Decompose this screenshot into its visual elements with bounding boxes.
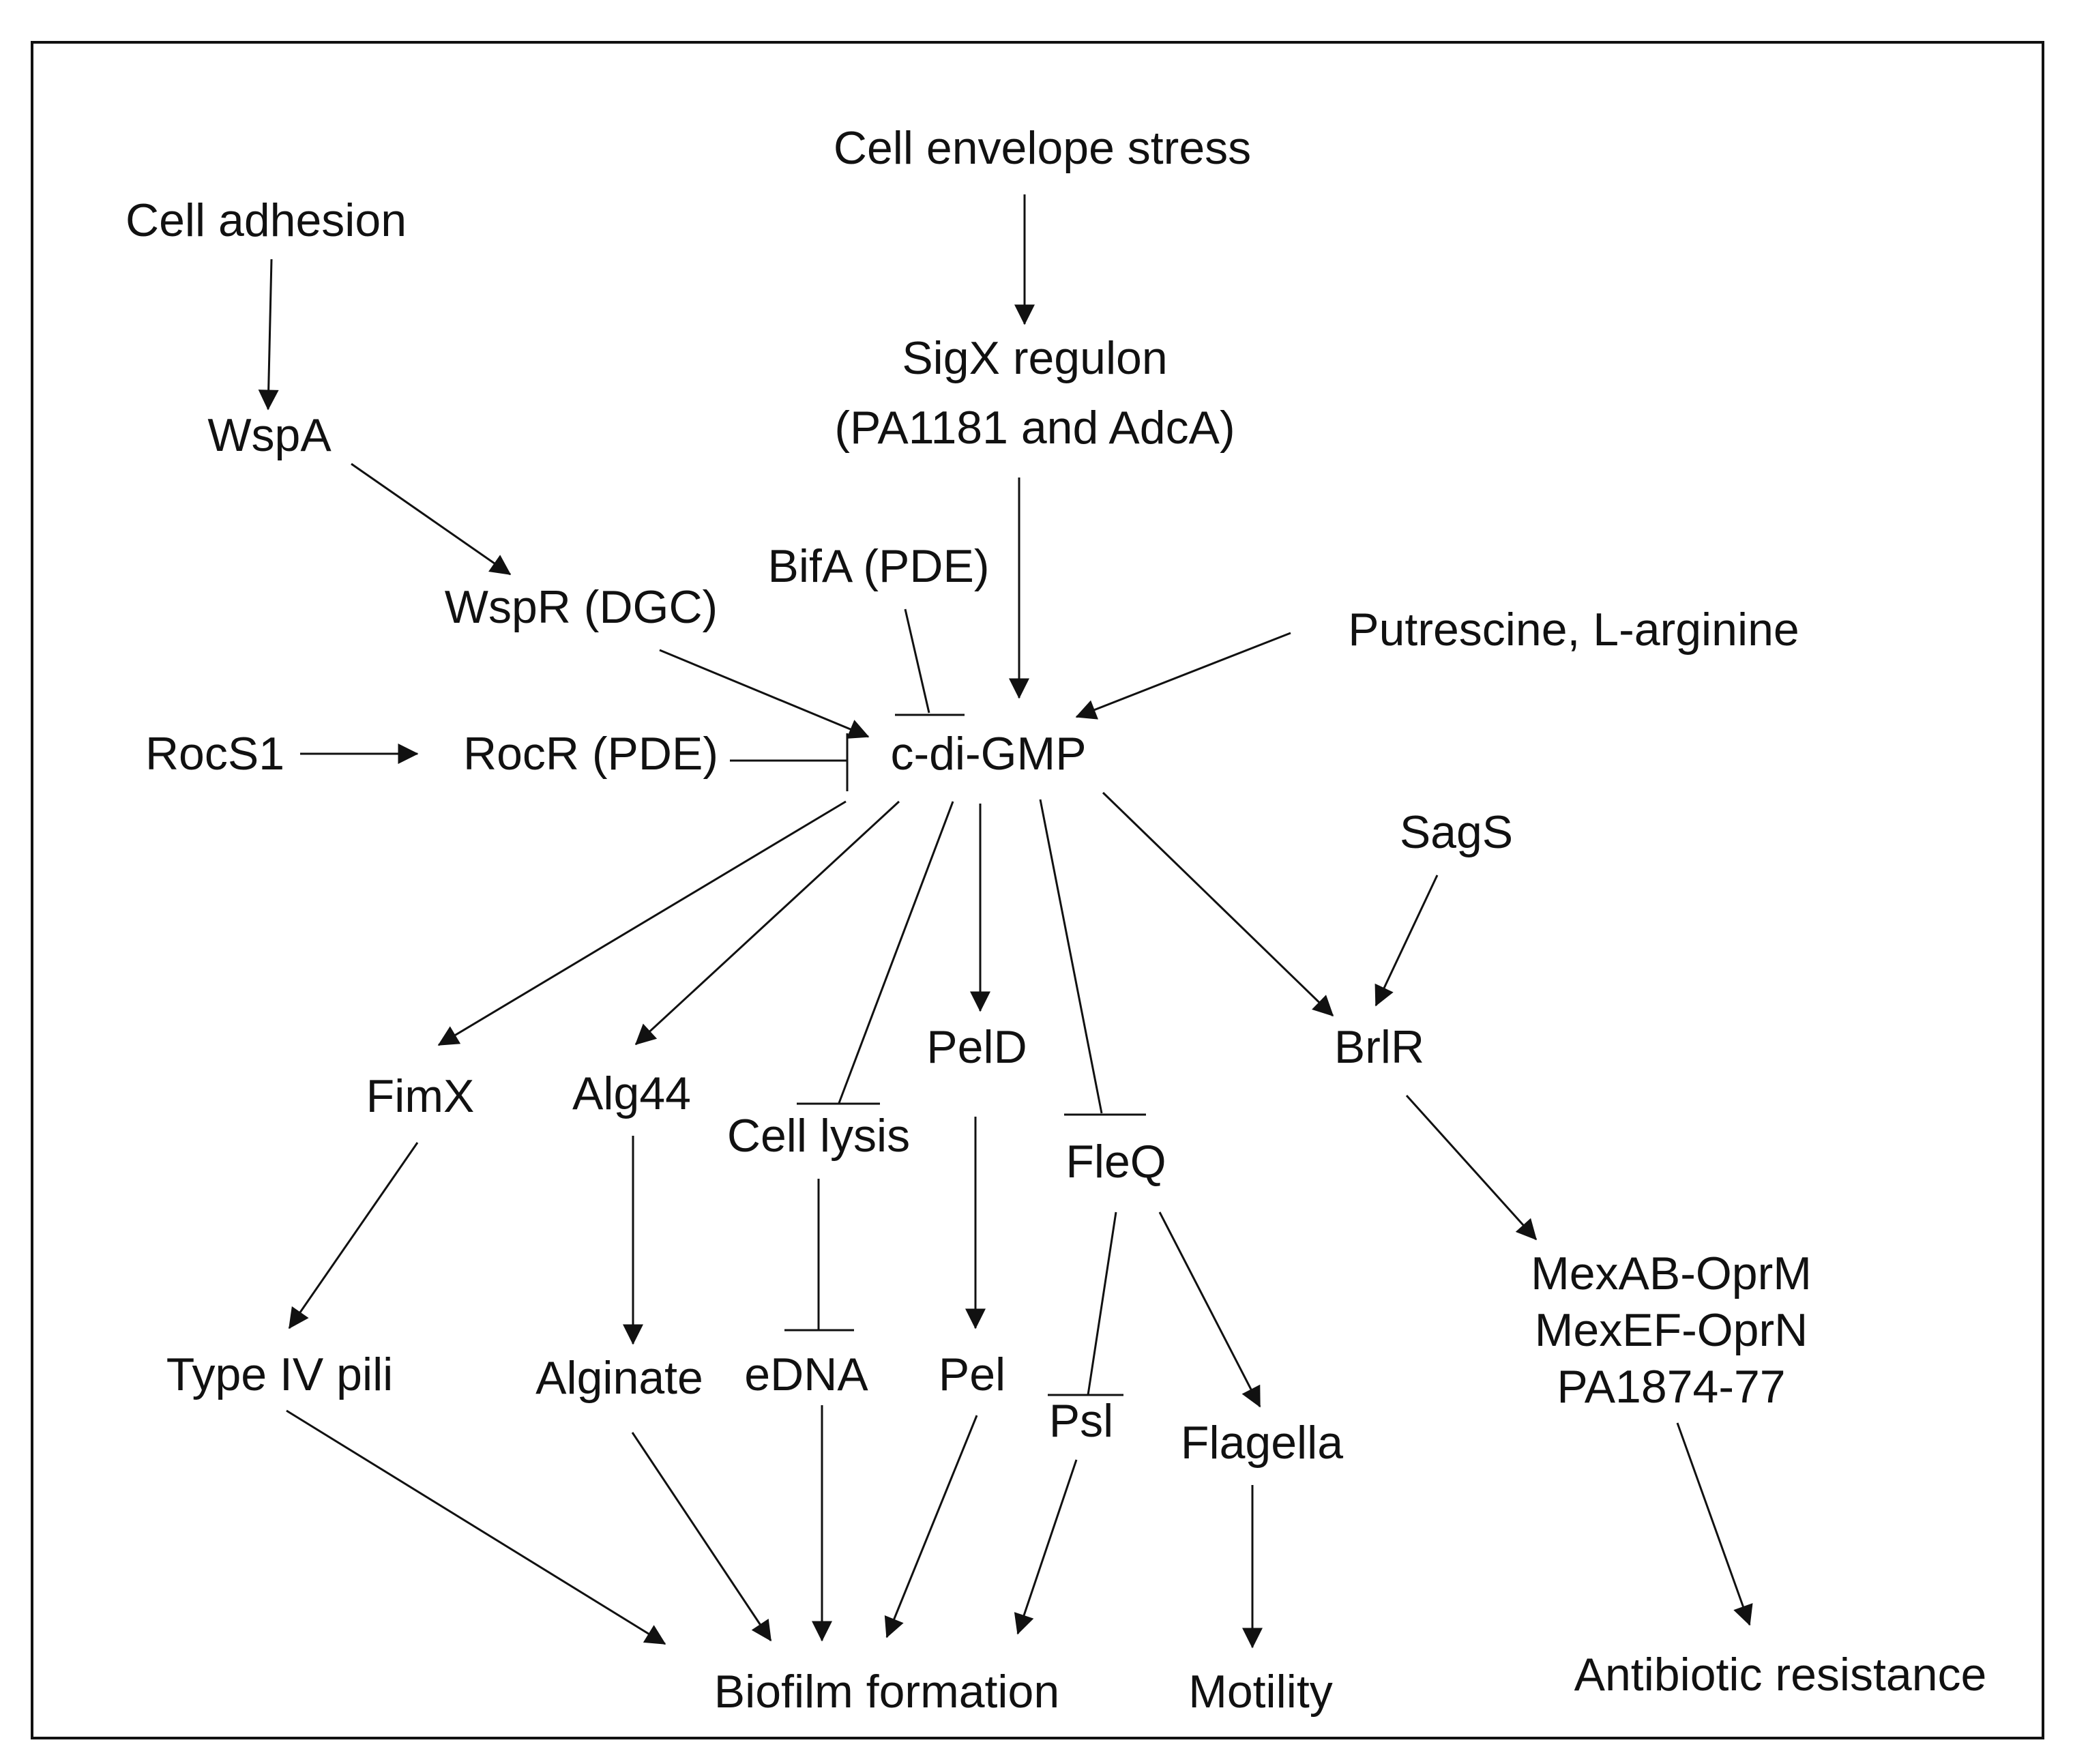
- edge-cdigmp-to-brlr: [1102, 791, 1334, 1017]
- inhibition-edges: [730, 608, 1146, 1396]
- node-type-iv-pili: Type IV pili: [166, 1349, 394, 1400]
- edge-wspa-to-wspr: [351, 462, 512, 576]
- node-alginate: Alginate: [535, 1352, 703, 1404]
- edge-brlr-to-pumps: [1405, 1094, 1538, 1241]
- node-flagella: Flagella: [1181, 1417, 1343, 1469]
- edge-cdigmp-to-cell-lysis: [838, 801, 954, 1104]
- edge-putrescine-to-cdigmp: [1075, 632, 1291, 720]
- nodes: Cell envelope stress Cell adhesion SigX …: [126, 122, 1986, 1718]
- edge-cell-adhesion-to-wspa: [258, 259, 279, 411]
- edge-fleq-to-psl: [1087, 1211, 1117, 1396]
- node-psl: Psl: [1049, 1395, 1113, 1447]
- node-peld: PelD: [926, 1021, 1027, 1073]
- node-sags: SagS: [1400, 806, 1513, 858]
- edge-cdigmp-to-fimx: [437, 800, 847, 1046]
- node-sigx-regulon-line2: (PA1181 and AdcA): [834, 402, 1235, 454]
- diagram-frame: [31, 41, 2044, 1739]
- edge-fimx-to-type-iv-pili: [288, 1142, 419, 1329]
- node-brlr: BrlR: [1334, 1021, 1424, 1073]
- node-fleq: FleQ: [1065, 1136, 1166, 1188]
- node-motility: Motility: [1188, 1666, 1333, 1718]
- node-edna: eDNA: [744, 1349, 868, 1400]
- node-biofilm-formation: Biofilm formation: [714, 1666, 1059, 1718]
- edge-type-iv-pili-to-biofilm: [286, 1409, 666, 1645]
- node-cdigmp: c-di-GMP: [890, 728, 1086, 780]
- edge-cdigmp-to-alg44: [634, 800, 900, 1046]
- node-pumps-line1: MexAB-OprM: [1531, 1248, 1812, 1299]
- node-rocs1: RocS1: [145, 728, 284, 780]
- edge-sags-to-brlr: [1374, 874, 1439, 1007]
- node-alg44: Alg44: [572, 1068, 691, 1119]
- edge-fleq-to-flagella: [1158, 1211, 1261, 1408]
- node-cell-adhesion: Cell adhesion: [126, 194, 407, 246]
- node-pel: Pel: [939, 1349, 1005, 1400]
- node-putrescine: Putrescine, L-arginine: [1348, 604, 1799, 656]
- node-pumps-line3: PA1874-77: [1557, 1361, 1785, 1413]
- node-wspa: WspA: [207, 409, 332, 461]
- node-cell-lysis: Cell lysis: [727, 1110, 910, 1162]
- edge-wspr-to-cdigmp: [659, 649, 870, 739]
- node-wspr: WspR (DGC): [445, 581, 718, 633]
- node-fimx: FimX: [366, 1070, 475, 1122]
- node-cell-envelope-stress: Cell envelope stress: [834, 122, 1251, 174]
- edges: [258, 194, 1753, 1649]
- node-sigx-regulon-line1: SigX regulon: [902, 332, 1167, 384]
- edge-bifa-to-cdigmp: [904, 608, 930, 714]
- edge-pumps-to-antibiotic-resistance: [1676, 1422, 1753, 1626]
- edge-pel-to-biofilm: [884, 1415, 978, 1638]
- edge-alginate-to-biofilm: [631, 1432, 772, 1642]
- node-rocr: RocR (PDE): [463, 728, 718, 780]
- edge-cdigmp-to-fleq: [1039, 799, 1103, 1114]
- node-pumps-line2: MexEF-OprN: [1535, 1304, 1808, 1356]
- edge-psl-to-biofilm: [1014, 1459, 1078, 1635]
- node-bifa: BifA (PDE): [768, 540, 990, 592]
- node-antibiotic-resistance: Antibiotic resistance: [1574, 1649, 1987, 1701]
